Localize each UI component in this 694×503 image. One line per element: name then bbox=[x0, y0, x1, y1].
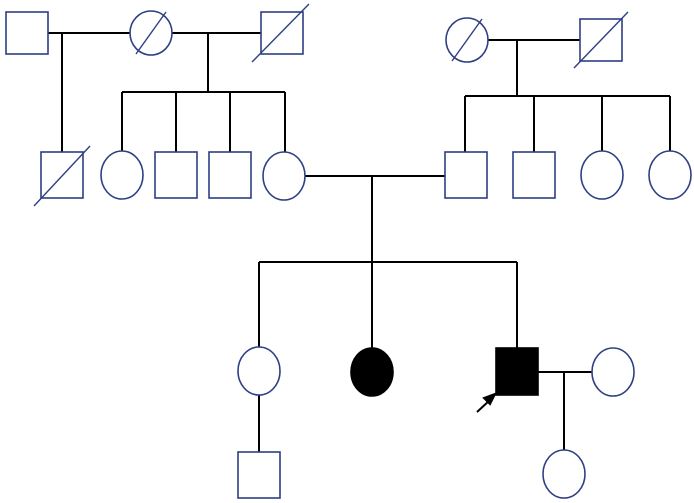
female-symbol bbox=[100, 150, 144, 200]
deceased-mark bbox=[573, 11, 629, 69]
male-symbol bbox=[444, 151, 488, 199]
female-symbol bbox=[262, 151, 306, 201]
female-symbol bbox=[237, 346, 281, 396]
deceased-mark bbox=[135, 11, 167, 55]
affected-female-symbol bbox=[350, 347, 394, 397]
male-symbol bbox=[154, 151, 198, 199]
generation-4 bbox=[237, 449, 586, 499]
male-symbol bbox=[5, 11, 49, 55]
male-symbol bbox=[260, 11, 304, 55]
deceased-mark bbox=[251, 3, 310, 63]
male-symbol bbox=[237, 451, 281, 499]
female-symbol bbox=[580, 150, 624, 200]
proband-arrow-icon bbox=[476, 392, 498, 413]
generation-1 bbox=[5, 3, 629, 69]
female-symbol bbox=[542, 449, 586, 499]
connector-lines bbox=[48, 32, 671, 452]
male-symbol bbox=[208, 151, 252, 199]
deceased-mark bbox=[33, 145, 91, 207]
generation-3 bbox=[237, 346, 635, 413]
deceased-mark bbox=[451, 18, 483, 62]
male-symbol bbox=[512, 151, 556, 199]
female-symbol bbox=[648, 150, 692, 200]
proband-affected-male-symbol bbox=[495, 347, 539, 396]
female-symbol bbox=[591, 347, 635, 397]
generation-2 bbox=[33, 145, 692, 207]
